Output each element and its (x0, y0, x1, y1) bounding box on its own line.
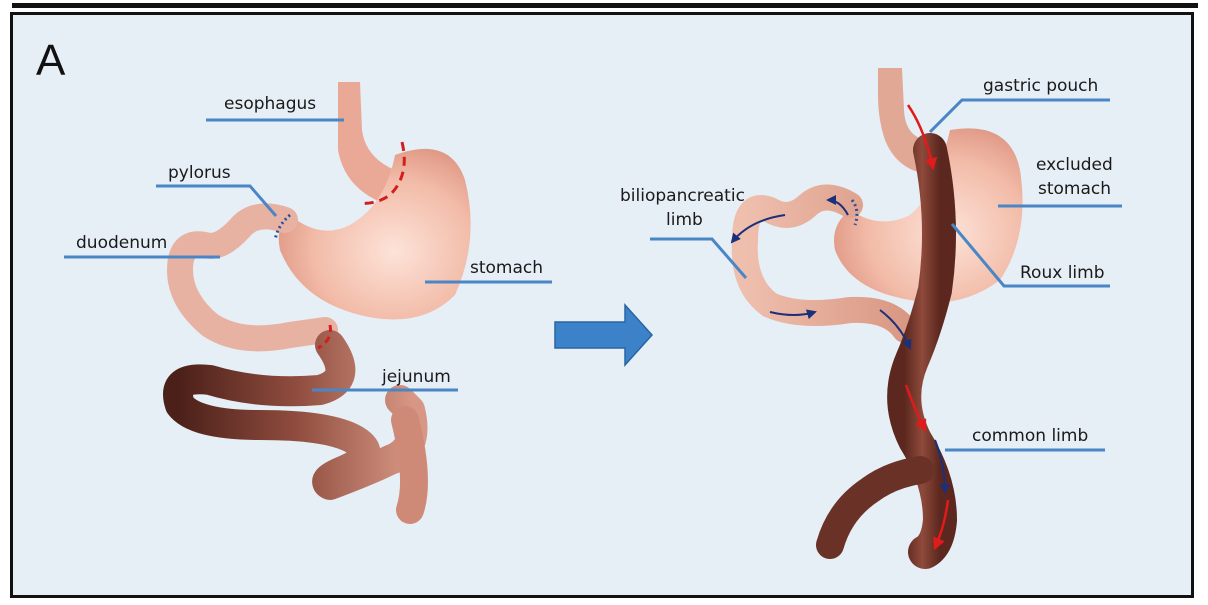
jejunum-shape (178, 345, 413, 485)
label-roux-limb: Roux limb (1020, 263, 1105, 283)
label-jejunum: jejunum (382, 367, 451, 387)
common-limb-shape (830, 470, 920, 545)
biliopancreatic-leader (650, 239, 746, 278)
label-pylorus: pylorus (168, 163, 231, 183)
label-excluded-stomach-line1: excluded (1036, 155, 1113, 175)
label-biliopancreatic-line2: limb (666, 210, 703, 230)
jejunum-end-shape (405, 420, 414, 510)
label-common-limb: common limb (972, 426, 1088, 446)
panel-letter: A (36, 36, 65, 86)
label-stomach: stomach (470, 258, 543, 278)
transform-arrow (555, 305, 652, 365)
label-esophagus: esophagus (224, 94, 316, 114)
label-duodenum: duodenum (76, 233, 167, 253)
roux-limb-shape (904, 150, 940, 552)
bypass-anatomy (732, 68, 1023, 552)
normal-anatomy (178, 82, 471, 510)
label-biliopancreatic-line1: biliopancreatic (620, 186, 745, 206)
gastric-pouch-leader (930, 100, 1110, 132)
label-excluded-stomach-line2: stomach (1038, 179, 1111, 199)
label-gastric-pouch: gastric pouch (983, 76, 1098, 96)
